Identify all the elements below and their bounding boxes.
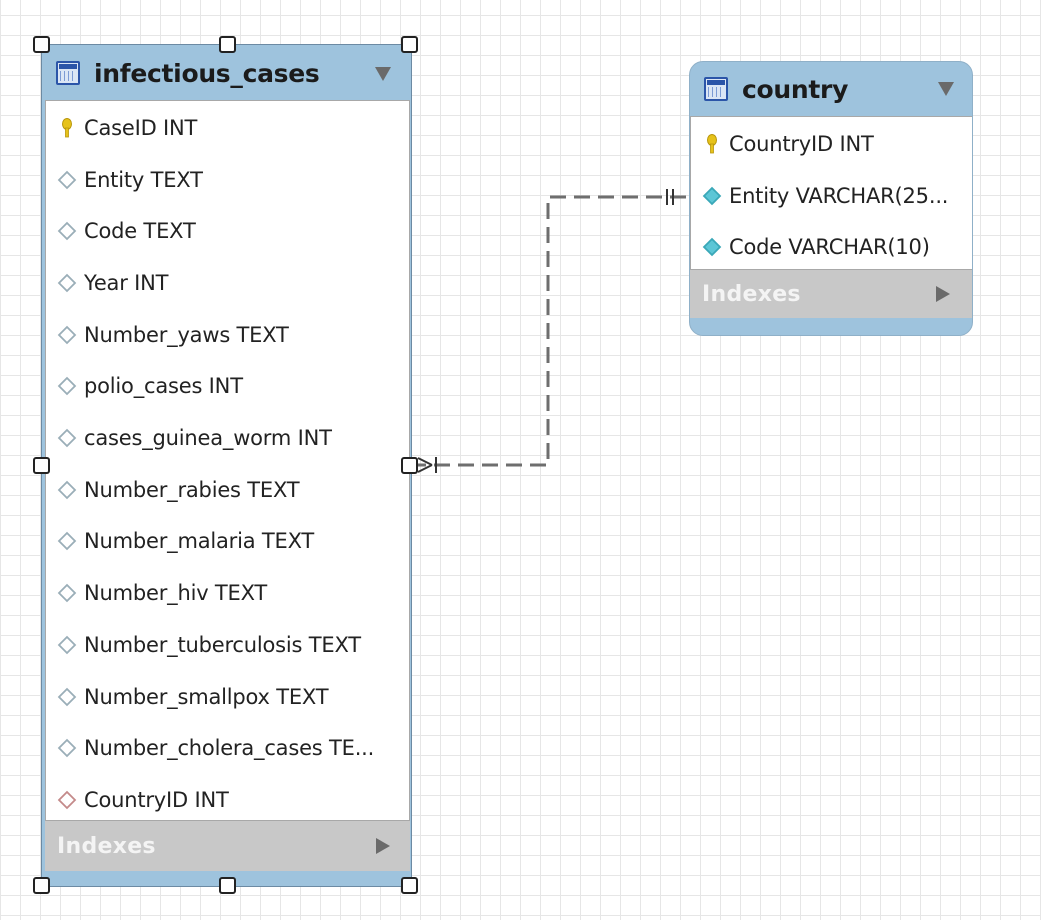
table-title: infectious_cases [94, 58, 320, 88]
column-icon [56, 479, 78, 501]
column-row[interactable]: CountryID INT [46, 774, 409, 826]
foreign-key-icon [56, 789, 78, 811]
resize-handle[interactable] [219, 877, 236, 894]
column-label: Number_cholera_cases TE... [84, 736, 375, 761]
column-row[interactable]: Number_hiv TEXT [46, 567, 409, 619]
column-row[interactable]: cases_guinea_worm INT [46, 412, 409, 464]
column-label: Number_malaria TEXT [84, 529, 315, 554]
resize-handle[interactable] [401, 36, 418, 53]
column-row[interactable]: Year INT [46, 257, 409, 309]
column-label: CaseID INT [84, 115, 198, 140]
column-list: CountryID INT Entity VARCHAR(25... Code VA… [690, 116, 972, 273]
column-row[interactable]: Number_cholera_cases TE... [46, 722, 409, 774]
column-row[interactable]: Number_smallpox TEXT [46, 671, 409, 723]
column-label: Entity TEXT [84, 167, 203, 192]
column-row[interactable]: CountryID INT [691, 118, 972, 170]
not-null-column-icon [701, 185, 723, 207]
column-label: Number_smallpox TEXT [84, 684, 329, 709]
column-label: Number_tuberculosis TEXT [84, 632, 361, 657]
collapse-arrow-icon[interactable] [938, 82, 954, 96]
column-label: cases_guinea_worm INT [84, 426, 332, 451]
column-row[interactable]: Code TEXT [46, 205, 409, 257]
indexes-section[interactable]: Indexes [690, 270, 972, 318]
column-label: polio_cases INT [84, 374, 243, 399]
column-label: Code TEXT [84, 219, 196, 244]
collapse-arrow-icon[interactable] [375, 67, 391, 81]
column-row[interactable]: CaseID INT [46, 102, 409, 154]
one-side-marker [666, 189, 674, 205]
expand-arrow-icon[interactable] [376, 838, 390, 854]
column-label: Number_rabies TEXT [84, 477, 300, 502]
column-icon [56, 220, 78, 242]
column-row[interactable]: Number_tuberculosis TEXT [46, 619, 409, 671]
column-icon [56, 324, 78, 346]
column-label: CountryID INT [729, 131, 874, 156]
column-label: Year INT [84, 270, 169, 295]
table-header[interactable]: infectious_cases [42, 45, 411, 101]
table-title: country [742, 74, 849, 104]
column-label: CountryID INT [84, 787, 229, 812]
column-row[interactable]: Entity TEXT [46, 154, 409, 206]
relationship-line [410, 195, 690, 467]
resize-handle[interactable] [401, 877, 418, 894]
resize-handle[interactable] [401, 457, 418, 474]
not-null-column-icon [701, 236, 723, 258]
column-icon [56, 169, 78, 191]
column-row[interactable]: Number_yaws TEXT [46, 309, 409, 361]
indexes-section[interactable]: Indexes [45, 821, 410, 871]
resize-handle[interactable] [33, 877, 50, 894]
column-label: Entity VARCHAR(25... [729, 183, 949, 208]
resize-handle[interactable] [33, 457, 50, 474]
primary-key-icon [56, 117, 78, 139]
column-label: Number_yaws TEXT [84, 322, 289, 347]
column-label: Number_hiv TEXT [84, 581, 268, 606]
table-country[interactable]: country CountryID INT Entity VARCHAR(25..… [689, 61, 973, 336]
column-row[interactable]: Number_malaria TEXT [46, 516, 409, 568]
column-icon [56, 427, 78, 449]
many-side-marker [417, 457, 437, 473]
column-row[interactable]: Entity VARCHAR(25... [691, 170, 972, 222]
column-icon [56, 582, 78, 604]
indexes-label: Indexes [702, 281, 801, 307]
column-icon [56, 634, 78, 656]
column-icon [56, 272, 78, 294]
column-label: Code VARCHAR(10) [729, 235, 930, 260]
column-row[interactable]: polio_cases INT [46, 361, 409, 413]
column-icon [56, 530, 78, 552]
resize-handle[interactable] [33, 36, 50, 53]
table-icon [704, 77, 728, 101]
column-icon [56, 375, 78, 397]
table-icon [56, 61, 80, 85]
column-icon [56, 737, 78, 759]
expand-arrow-icon[interactable] [936, 286, 950, 302]
column-row[interactable]: Number_rabies TEXT [46, 464, 409, 516]
table-header[interactable]: country [690, 62, 972, 116]
column-icon [56, 686, 78, 708]
indexes-label: Indexes [57, 833, 156, 859]
resize-handle[interactable] [219, 36, 236, 53]
table-infectious-cases[interactable]: infectious_cases CaseID INT Entity TEXT Co… [41, 44, 412, 887]
column-list: CaseID INT Entity TEXT Code TEXT Year INT Nu… [45, 100, 410, 821]
primary-key-icon [701, 133, 723, 155]
column-row[interactable]: Code VARCHAR(10) [691, 221, 972, 273]
